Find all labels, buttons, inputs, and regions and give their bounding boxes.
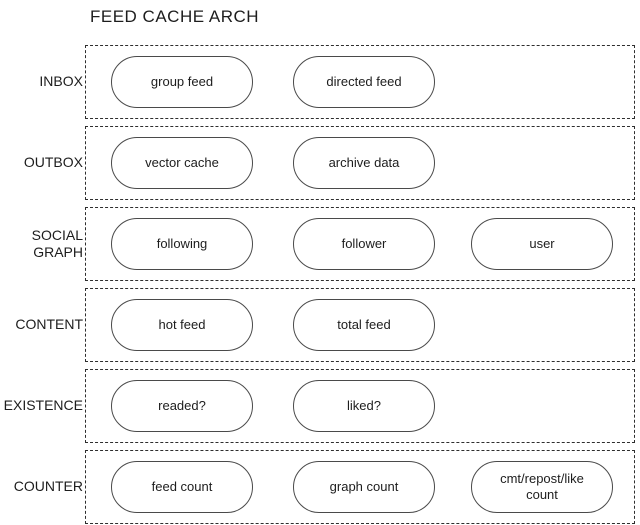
row-outbox: OUTBOX vector cache archive data — [0, 126, 635, 200]
row-social-graph: SOCIAL GRAPH following follower user — [0, 207, 635, 281]
node-directed-feed: directed feed — [293, 56, 435, 108]
node-readed: readed? — [111, 380, 253, 432]
node-following: following — [111, 218, 253, 270]
node-total-feed: total feed — [293, 299, 435, 351]
row-label-outbox: OUTBOX — [23, 154, 83, 171]
row-label-inbox: INBOX — [39, 73, 83, 90]
page-title: FEED CACHE ARCH — [90, 7, 260, 26]
node-graph-count: graph count — [293, 461, 435, 513]
row-counter: COUNTER feed count graph count cmt/repos… — [0, 450, 635, 524]
node-cmt-repost-like-count: cmt/repost/like count — [471, 461, 613, 513]
row-inbox: INBOX group feed directed feed — [0, 45, 635, 119]
node-vector-cache: vector cache — [111, 137, 253, 189]
diagram-rows: INBOX group feed directed feed OUTBOX ve… — [0, 45, 635, 524]
node-group-feed: group feed — [111, 56, 253, 108]
node-user: user — [471, 218, 613, 270]
node-feed-count: feed count — [111, 461, 253, 513]
row-label-counter: COUNTER — [13, 478, 83, 495]
row-box-inbox: group feed directed feed — [85, 45, 635, 119]
row-label-content: CONTENT — [15, 316, 83, 333]
row-box-outbox: vector cache archive data — [85, 126, 635, 200]
row-box-social-graph: following follower user — [85, 207, 635, 281]
node-follower: follower — [293, 218, 435, 270]
row-content: CONTENT hot feed total feed — [0, 288, 635, 362]
node-archive-data: archive data — [293, 137, 435, 189]
node-liked: liked? — [293, 380, 435, 432]
node-hot-feed: hot feed — [111, 299, 253, 351]
row-box-counter: feed count graph count cmt/repost/like c… — [85, 450, 635, 524]
row-label-social-graph: SOCIAL GRAPH — [31, 226, 83, 261]
row-box-existence: readed? liked? — [85, 369, 635, 443]
row-box-content: hot feed total feed — [85, 288, 635, 362]
row-label-existence: EXISTENCE — [3, 397, 83, 414]
row-existence: EXISTENCE readed? liked? — [0, 369, 635, 443]
